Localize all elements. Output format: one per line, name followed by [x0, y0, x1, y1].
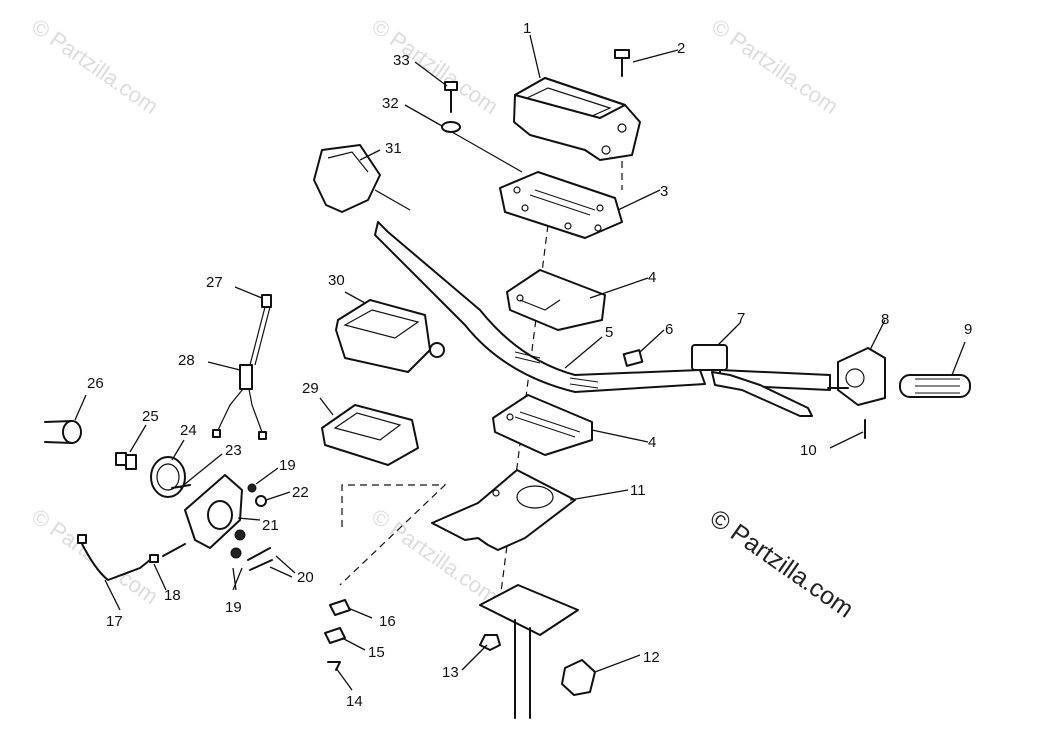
part-cover — [513, 77, 641, 161]
part-throttle — [827, 347, 886, 406]
part-mount-plate — [431, 469, 576, 551]
part-spacer — [622, 349, 644, 367]
part-cable-end — [44, 420, 82, 444]
callout-19-upper: 19 — [279, 457, 296, 474]
callout-3: 3 — [660, 183, 668, 200]
callout-32: 32 — [382, 95, 399, 112]
part-seal-ring — [150, 456, 186, 498]
part-speedo-cable — [77, 534, 159, 581]
callout-10: 10 — [800, 442, 817, 459]
part-bolt — [614, 49, 630, 77]
part-bezel — [321, 404, 419, 466]
part-clips — [324, 599, 351, 671]
part-clamp-upper — [506, 269, 606, 331]
callout-18: 18 — [164, 587, 181, 604]
callout-2: 2 — [677, 40, 685, 57]
callout-24: 24 — [180, 422, 197, 439]
part-speedometer — [335, 299, 445, 373]
callout-21: 21 — [262, 517, 279, 534]
callout-26: 26 — [87, 375, 104, 392]
callout-14: 14 — [346, 693, 363, 710]
callout-16: 16 — [379, 613, 396, 630]
callout-15: 15 — [368, 644, 385, 661]
part-steering-post — [479, 584, 596, 719]
callout-9: 9 — [964, 321, 972, 338]
callout-13: 13 — [442, 664, 459, 681]
callout-17: 17 — [106, 613, 123, 630]
part-switch-housing — [313, 144, 411, 213]
part-clamp-lower — [492, 394, 593, 456]
callout-27: 27 — [206, 274, 223, 291]
callout-23: 23 — [225, 442, 242, 459]
callout-30: 30 — [328, 272, 345, 289]
watermark-text: © Partzilla.com — [27, 14, 163, 120]
part-plate — [499, 171, 623, 239]
callout-1: 1 — [523, 20, 531, 37]
callout-20: 20 — [297, 569, 314, 586]
callout-29: 29 — [302, 380, 319, 397]
callout-8: 8 — [881, 311, 889, 328]
part-brake-lever — [691, 344, 813, 417]
callout-31: 31 — [385, 140, 402, 157]
part-drive-housing — [171, 474, 243, 549]
part-cable-harness — [212, 294, 272, 440]
copyright-watermark: © Partzilla.com — [705, 504, 859, 624]
callout-7: 7 — [737, 310, 745, 327]
callout-4-lower: 4 — [648, 434, 656, 451]
part-fitting — [115, 452, 137, 470]
leader-lines — [74, 34, 966, 691]
callout-4-upper: 4 — [648, 269, 656, 286]
callout-33: 33 — [393, 52, 410, 69]
watermark-text: © Partzilla.com — [707, 14, 843, 120]
callout-labels: 1 2 33 32 31 3 4 5 6 7 8 9 10 4 11 12 13… — [87, 20, 972, 710]
part-hardware-set — [162, 483, 273, 571]
callout-12: 12 — [643, 649, 660, 666]
part-grip — [899, 374, 971, 398]
callout-19-lower: 19 — [225, 599, 242, 616]
callout-25: 25 — [142, 408, 159, 425]
callout-28: 28 — [178, 352, 195, 369]
part-bolt-washer — [441, 81, 461, 133]
callout-6: 6 — [665, 321, 673, 338]
callout-22: 22 — [292, 484, 309, 501]
callout-11: 11 — [630, 482, 646, 499]
callout-5: 5 — [605, 324, 613, 341]
